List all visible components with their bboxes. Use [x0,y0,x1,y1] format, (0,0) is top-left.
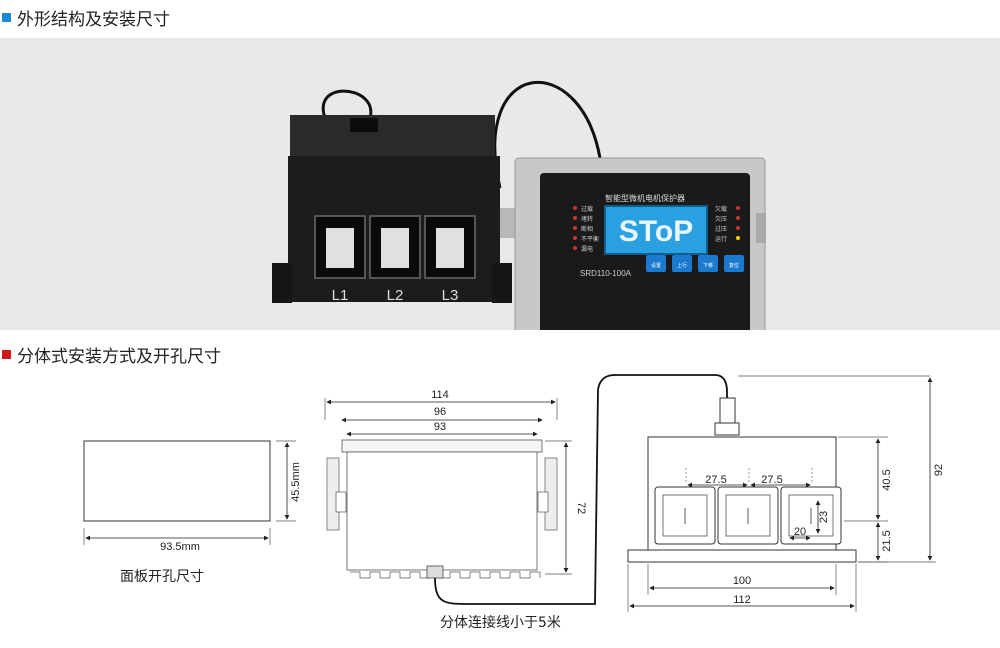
dim-21-5: 21.5 [881,530,893,551]
cutout-width-label: 93.5mm [160,541,200,553]
right-indicators: 欠载 欠压 过压 运行 [715,205,740,243]
lcd-display-text: SToP [619,215,693,248]
dim-96: 96 [434,406,446,418]
dim-27-5-left: 27.5 [705,474,726,486]
current-transformer: L1 L2 L3 [272,115,512,304]
phase-label-l3: L3 [442,287,459,304]
indicator-label: 断相 [581,225,593,233]
section-title-text: 外形结构及安装尺寸 [17,10,170,30]
section-title-appearance: 外形结构及安装尺寸 [2,5,170,30]
phase-window-l1 [314,215,366,279]
indicator-label: 过载 [581,205,593,213]
set-button[interactable] [646,255,666,272]
phase-window-l3 [424,215,476,279]
dim-92: 92 [933,464,945,476]
dim-72: 72 [575,502,587,514]
indicator-label: 欠压 [715,215,727,223]
dim-40-5: 40.5 [881,469,893,490]
cable-caption: 分体连接线小于5米 [440,615,561,631]
dim-112: 112 [733,594,751,606]
split-connection-cable [434,374,728,605]
ct-front-view-drawing: 27.5 27.5 23 20 40.5 21.5 92 100 112 [627,375,945,612]
lcd-display [604,205,708,255]
connection-cable [493,80,602,189]
cutout-caption: 面板开孔尺寸 [120,569,204,585]
indicator-label: 运行 [715,235,727,243]
dim-93: 93 [434,421,446,433]
up-button[interactable] [672,255,692,272]
left-indicators: 过载 堵转 断相 不平衡 漏电 [573,205,599,253]
indicator-label: 过压 [715,225,727,233]
indicator-label: 欠载 [715,205,727,213]
section-marker-icon [2,13,11,22]
button-set[interactable]: 设置 上行 下移 复位 [646,255,744,272]
phase-window-l2 [369,215,421,279]
product-photo-panel: L1 L2 L3 智能型微机电机保护器 过载 堵转 断相 不平衡 漏电 SToP… [0,38,1000,344]
phase-label-l2: L2 [387,287,404,304]
protector-unit: 智能型微机电机保护器 过载 堵转 断相 不平衡 漏电 SToP 欠载 欠压 过压… [500,157,766,344]
panel-title: 智能型微机电机保护器 [605,193,685,203]
down-button[interactable] [698,255,718,272]
ct-cable [321,89,373,129]
reset-button[interactable] [724,255,744,272]
phase-label-l1: L1 [332,287,349,304]
section-title-installation: 分体式安装方式及开孔尺寸 [2,342,221,367]
product-photo: L1 L2 L3 智能型微机电机保护器 过载 堵转 断相 不平衡 漏电 SToP… [272,80,766,344]
dim-114: 114 [431,389,449,401]
dim-27-5-right: 27.5 [761,474,782,486]
indicator-label: 不平衡 [581,235,599,243]
dim-23: 23 [818,511,830,523]
dim-20: 20 [794,526,806,538]
panel-cutout-drawing: 93.5mm 45.5mm [83,440,302,553]
button-label: 上行 [677,262,687,269]
button-label: 下移 [703,262,713,269]
dim-100: 100 [733,575,751,587]
section-title-text: 分体式安装方式及开孔尺寸 [17,347,221,367]
indicator-label: 堵转 [581,215,593,223]
indicator-label: 漏电 [581,245,593,253]
section-marker-icon [2,350,11,359]
cutout-height-label: 45.5mm [290,462,302,502]
button-label: 复位 [729,262,739,269]
button-label: 设置 [651,262,661,269]
model-label: SRD110-100A [580,269,632,278]
controller-side-view-drawing: 114 96 93 72 [324,389,587,579]
